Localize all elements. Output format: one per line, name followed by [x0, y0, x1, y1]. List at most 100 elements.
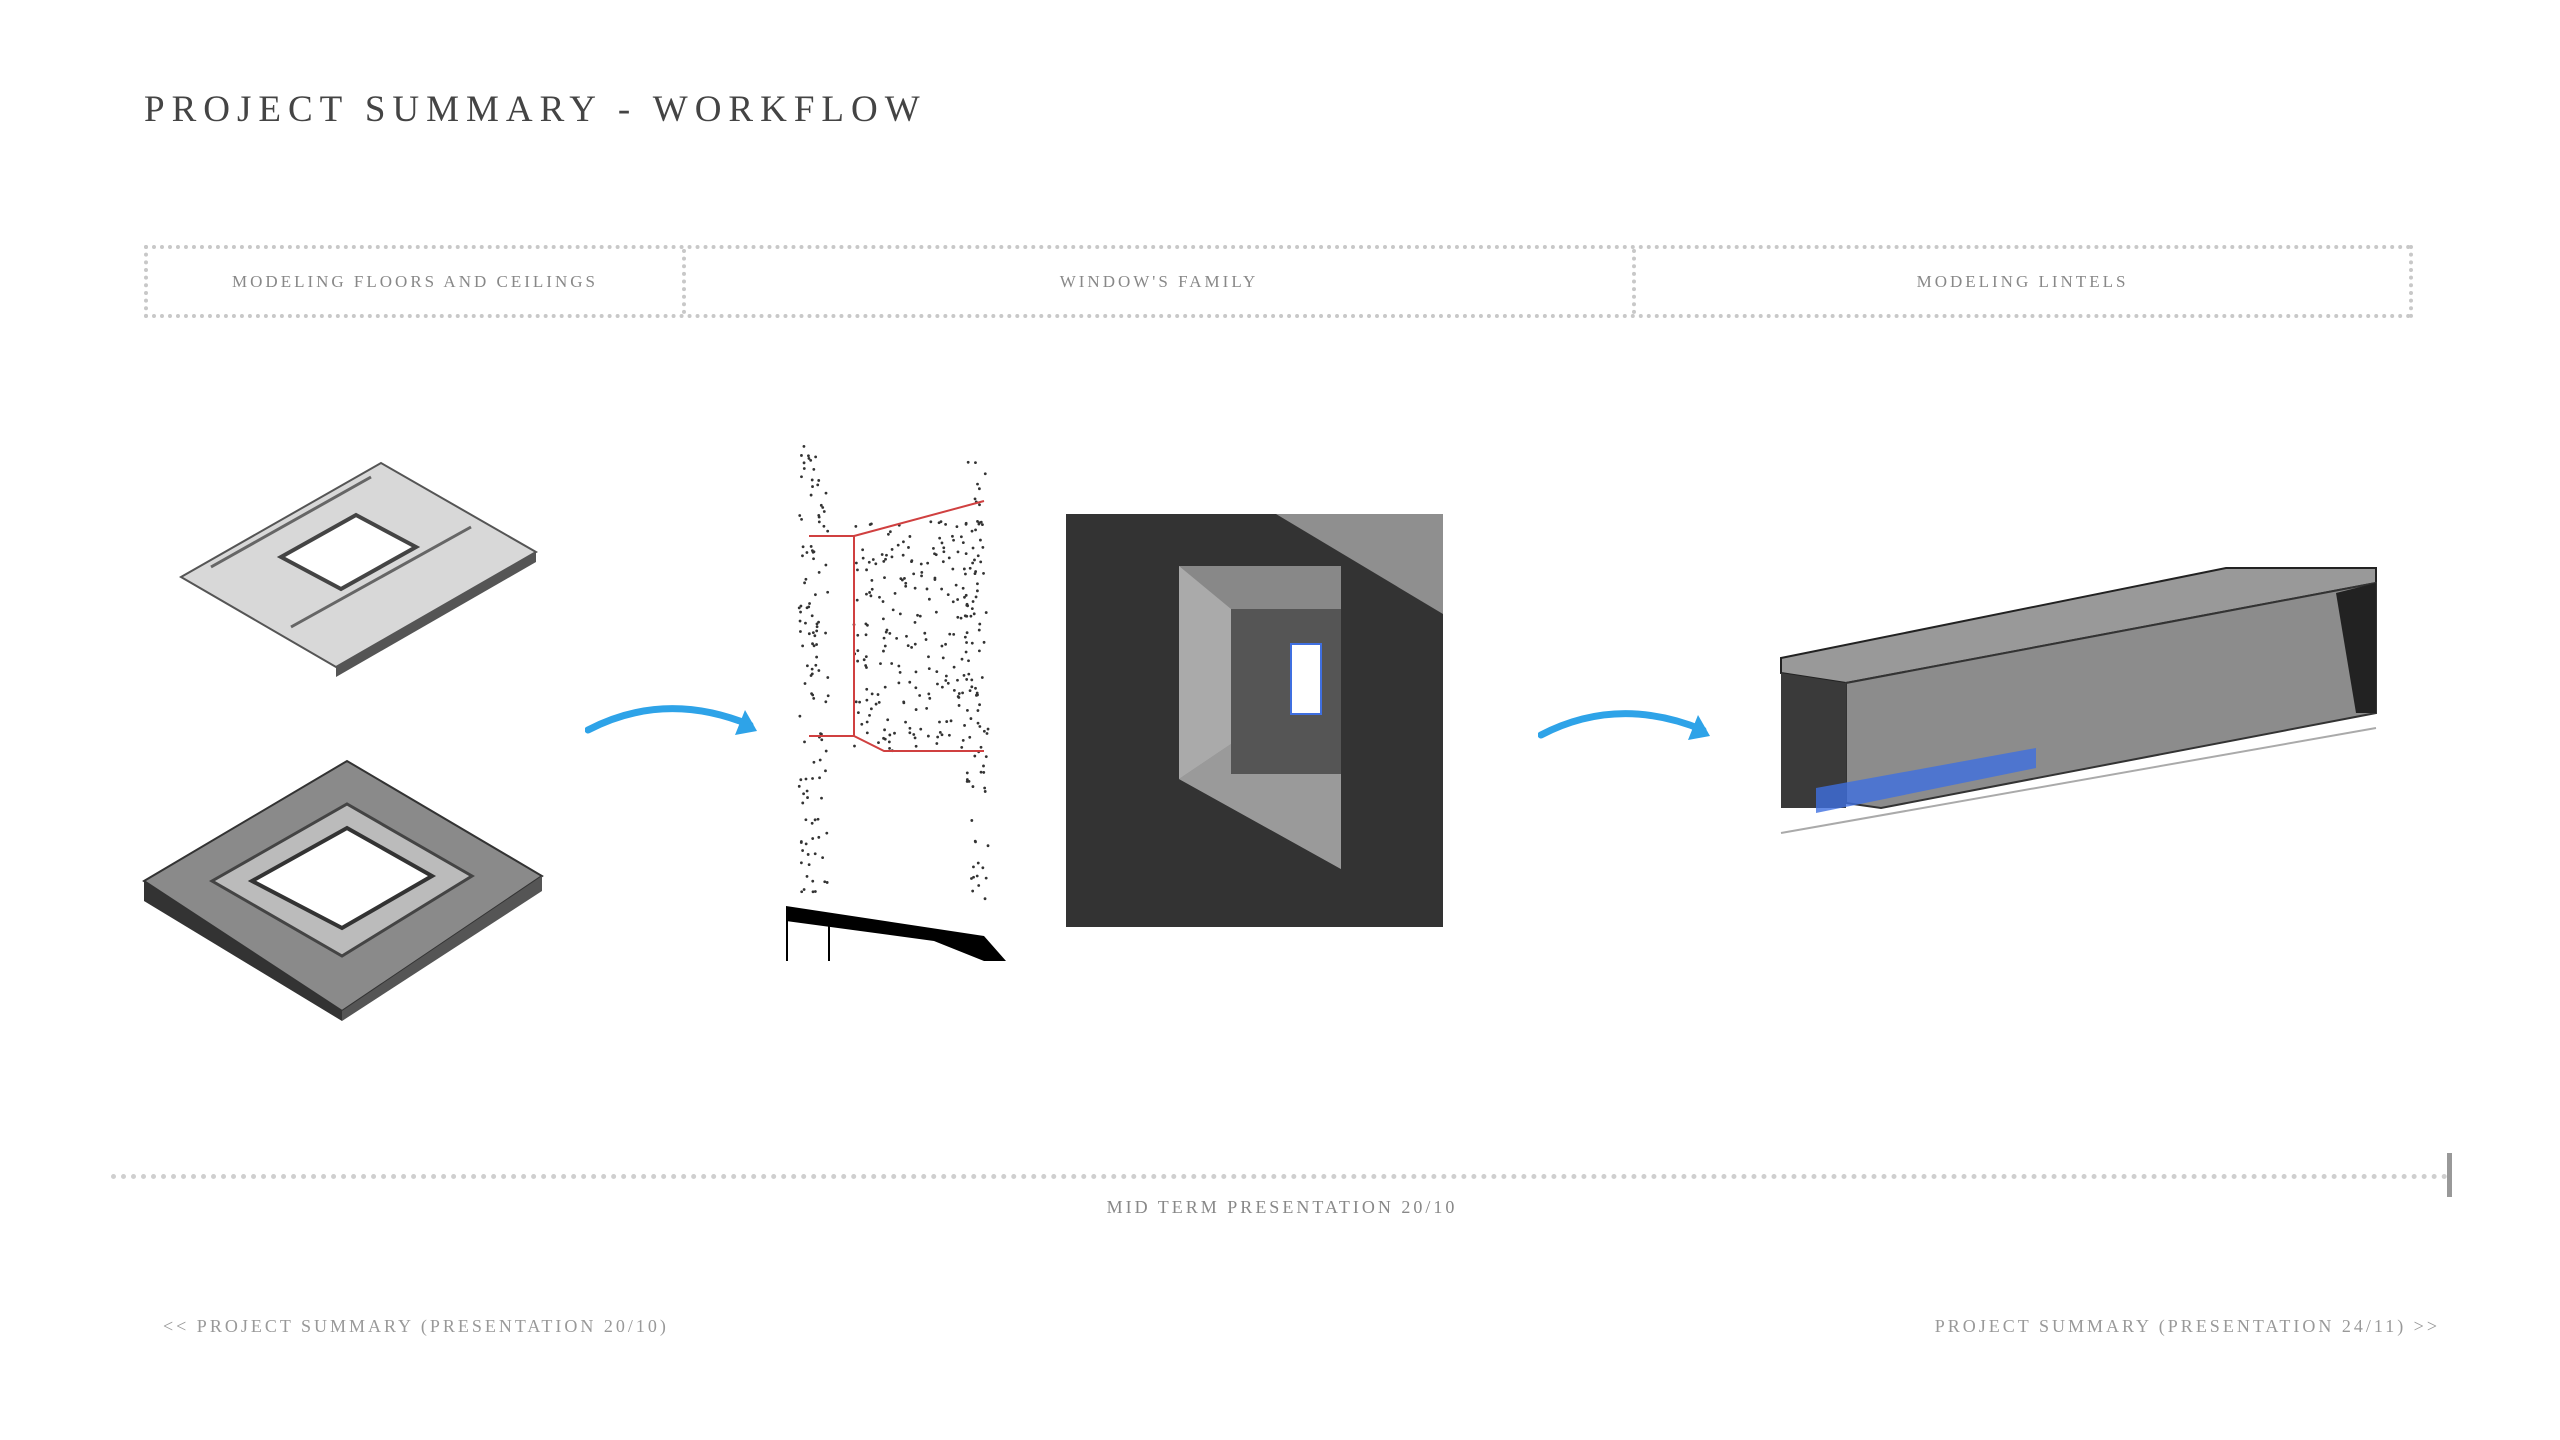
point-cloud-dot	[983, 790, 987, 793]
point-cloud-dot	[904, 584, 908, 588]
point-cloud-dot	[865, 720, 869, 724]
point-cloud-dot	[934, 610, 938, 614]
point-cloud-dot	[811, 642, 814, 646]
point-cloud-dot	[883, 728, 886, 732]
point-cloud-dot	[822, 524, 826, 528]
point-cloud-dot	[944, 679, 948, 682]
point-cloud-dot	[798, 714, 802, 718]
point-cloud-dot	[940, 644, 944, 648]
point-cloud-dot	[979, 770, 983, 774]
point-cloud-dot	[865, 698, 869, 702]
point-cloud-dot	[854, 700, 858, 704]
point-cloud-dot	[822, 510, 826, 513]
point-cloud-dot	[810, 667, 814, 671]
point-cloud-dot	[940, 587, 944, 591]
point-cloud-dot	[968, 566, 972, 570]
point-cloud-dot	[801, 644, 805, 648]
point-cloud-dot	[812, 644, 816, 648]
point-cloud-dot	[903, 577, 906, 580]
point-cloud-dot	[944, 674, 948, 678]
point-cloud-dot	[978, 703, 981, 707]
point-cloud-dot	[821, 856, 825, 860]
point-cloud-dot	[816, 483, 820, 487]
point-cloud-dot	[883, 576, 886, 580]
point-cloud-dot	[884, 630, 888, 634]
point-cloud-dot	[882, 736, 885, 740]
point-cloud-dot	[871, 558, 875, 561]
point-cloud-dot	[869, 707, 873, 711]
point-cloud-dot	[885, 553, 888, 557]
point-cloud-dot	[971, 785, 975, 788]
point-cloud-dot	[818, 758, 822, 762]
arrow-icon	[1538, 710, 1710, 740]
floor-model-image	[178, 461, 539, 677]
point-cloud-dot	[982, 764, 985, 768]
point-cloud-dot	[974, 686, 977, 690]
point-cloud-dot	[804, 621, 807, 625]
point-cloud-dot	[893, 591, 897, 595]
point-cloud-dot	[799, 604, 803, 608]
point-cloud-dot	[810, 478, 814, 482]
point-cloud-dot	[879, 662, 882, 666]
point-cloud-dot	[799, 610, 802, 614]
point-cloud-dot	[811, 777, 814, 780]
point-cloud-dot	[826, 529, 830, 533]
point-cloud-dot	[938, 720, 941, 724]
point-cloud-dot	[814, 593, 817, 597]
point-cloud-dot	[864, 664, 868, 667]
point-cloud-dot	[881, 600, 885, 603]
point-cloud-dot	[928, 696, 932, 700]
point-cloud-dot	[798, 514, 802, 517]
point-cloud-image: /*dots drawn below*/	[786, 445, 1006, 961]
point-cloud-dot	[940, 541, 944, 545]
point-cloud-dot	[824, 749, 828, 753]
point-cloud-dot	[960, 657, 964, 661]
prev-presentation-link[interactable]: << PROJECT SUMMARY (PRESENTATION 20/10)	[163, 1316, 669, 1336]
point-cloud-dot	[813, 890, 817, 893]
point-cloud-dot	[880, 553, 884, 556]
point-cloud-dot	[884, 557, 887, 561]
point-cloud-dot	[819, 732, 822, 736]
point-cloud-dot	[976, 721, 980, 725]
point-cloud-dot	[823, 880, 827, 884]
point-cloud-dot	[927, 655, 930, 659]
point-cloud-dot	[805, 874, 809, 878]
point-cloud-dot	[974, 595, 978, 599]
point-cloud-dot	[957, 704, 961, 707]
point-cloud-dot	[860, 722, 864, 726]
point-cloud-dot	[971, 889, 975, 893]
point-cloud-dot	[968, 735, 972, 739]
point-cloud-dot	[807, 454, 810, 458]
point-cloud-dot	[910, 645, 914, 649]
point-cloud-dot	[890, 662, 894, 665]
tab-windows-family[interactable]: WINDOW'S FAMILY	[682, 249, 1632, 314]
tab-modeling-lintels[interactable]: MODELING LINTELS	[1632, 249, 2409, 314]
point-cloud-dot	[883, 685, 887, 689]
point-cloud-dot	[807, 456, 811, 460]
point-cloud-dot	[898, 612, 902, 616]
point-cloud-dot	[810, 821, 814, 825]
point-cloud-dot	[811, 631, 815, 634]
tab-modeling-floors[interactable]: MODELING FLOORS AND CEILINGS	[232, 271, 598, 291]
point-cloud-dot	[817, 570, 821, 574]
point-cloud-dot	[825, 831, 829, 835]
point-cloud-dot	[817, 620, 820, 624]
point-cloud-dot	[962, 567, 966, 571]
point-cloud-dot	[883, 644, 887, 648]
point-cloud-dot	[807, 632, 811, 636]
point-cloud-dot	[983, 897, 987, 901]
point-cloud-dot	[906, 644, 910, 648]
point-cloud-dot	[802, 888, 806, 891]
next-presentation-link[interactable]: PROJECT SUMMARY (PRESENTATION 24/11) >>	[1934, 1316, 2440, 1336]
point-cloud-dot	[817, 479, 821, 482]
point-cloud-dot	[941, 560, 945, 564]
point-cloud-dot	[910, 560, 913, 564]
point-cloud-dot	[797, 784, 801, 788]
point-cloud-dot	[973, 497, 977, 501]
point-cloud-dot	[912, 572, 916, 576]
point-cloud-dot	[936, 735, 940, 739]
point-cloud-dot	[986, 844, 990, 848]
point-cloud-dot	[799, 778, 803, 782]
point-cloud-dot	[964, 522, 968, 526]
window-model-image	[1066, 514, 1443, 927]
